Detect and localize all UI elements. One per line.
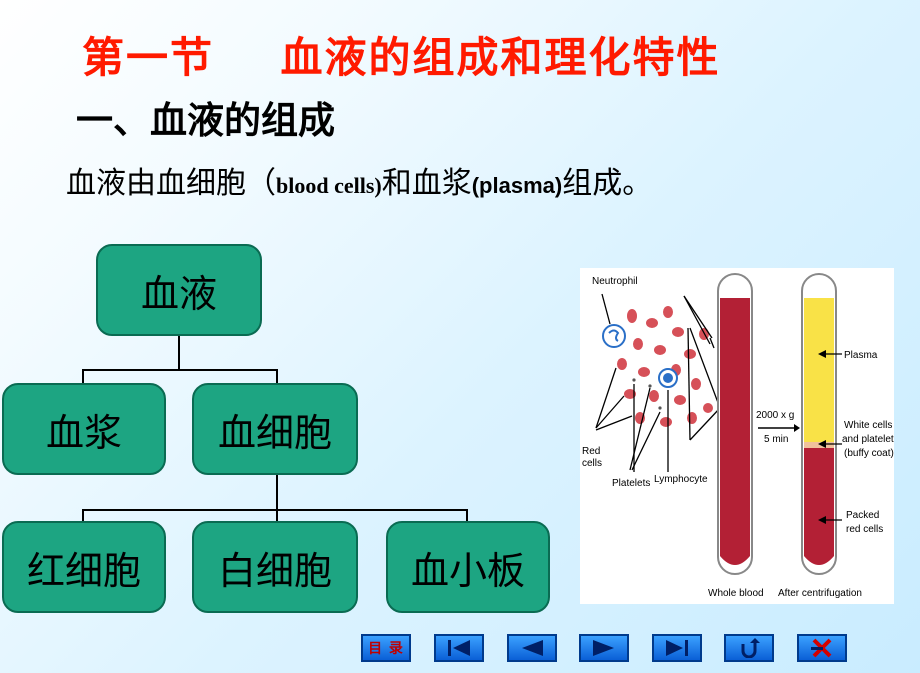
label-buffy-2: and platelets <box>842 434 894 445</box>
intro-plasma-term: (plasma) <box>471 173 563 198</box>
label-plasma: Plasma <box>844 350 878 361</box>
red-cell-cluster <box>613 306 713 427</box>
label-whole-blood: Whole blood <box>708 588 764 599</box>
connector-to-plasma <box>82 369 84 383</box>
label-red-cells-1: Red <box>582 446 600 457</box>
intro-part-3: 组成。 <box>562 166 653 201</box>
exit-button[interactable] <box>797 634 847 662</box>
connector-level2-bar <box>82 509 468 511</box>
slide-title: 第一节 血液的组成和理化特性 <box>82 33 721 82</box>
tree-node-blood-cells: 血细胞 <box>192 383 358 475</box>
previous-button[interactable] <box>507 634 557 662</box>
centrifugation-illustration: Neutrophil Red cells Platelets Lymphocyt… <box>582 273 899 599</box>
tree-node-platelets: 血小板 <box>386 521 550 613</box>
intro-sentence: 血液由血细胞（blood cells)和血浆(plasma)组成。 <box>66 160 652 210</box>
tree-node-blood: 血液 <box>96 244 262 336</box>
label-buffy-3: (buffy coat) <box>844 448 894 459</box>
layer-pointers <box>818 350 842 524</box>
last-page-icon <box>666 640 688 656</box>
intro-part-1: 血液由血细胞（ <box>66 166 276 201</box>
label-arrows <box>595 293 721 472</box>
next-icon <box>593 640 614 656</box>
label-after-centrifugation: After centrifugation <box>778 588 862 599</box>
label-time: 5 min <box>764 434 788 445</box>
connector-to-platelets <box>466 509 468 521</box>
next-button[interactable] <box>579 634 629 662</box>
label-speed: 2000 x g <box>756 410 794 421</box>
label-platelets: Platelets <box>612 478 650 489</box>
section-heading: 一、血液的组成 <box>76 99 335 142</box>
first-page-icon <box>448 640 470 656</box>
first-page-button[interactable] <box>434 634 484 662</box>
connector-root-down <box>178 336 180 370</box>
whole-blood-tube <box>720 298 750 565</box>
buffy-coat-layer <box>804 442 834 448</box>
label-lymphocyte: Lymphocyte <box>654 474 708 485</box>
exit-icon <box>811 638 832 658</box>
connector-to-blood-cells <box>276 369 278 383</box>
label-red-cells-2: cells <box>582 458 602 469</box>
return-icon <box>741 638 760 658</box>
tree-node-red-cells: 红细胞 <box>2 521 166 613</box>
tree-node-plasma: 血浆 <box>2 383 166 475</box>
connector-to-white-cells <box>276 509 278 521</box>
platelet-dots <box>632 378 662 410</box>
previous-icon <box>522 640 543 656</box>
intro-part-2: 和血浆 <box>381 166 472 201</box>
label-neutrophil: Neutrophil <box>592 276 638 287</box>
last-page-button[interactable] <box>652 634 702 662</box>
tree-node-white-cells: 白细胞 <box>192 521 358 613</box>
directory-button[interactable]: 目 录 <box>361 634 411 662</box>
intro-blood-cells-term: blood cells) <box>276 173 382 198</box>
connector-blood-cells-down <box>276 475 278 510</box>
label-packed-2: red cells <box>846 524 883 535</box>
connector-to-red-cells <box>82 509 84 521</box>
neutrophil-cell <box>602 324 626 348</box>
label-packed-1: Packed <box>846 510 879 521</box>
label-buffy-1: White cells <box>844 420 892 431</box>
connector-level1-bar <box>82 369 278 371</box>
packed-cells-layer <box>804 448 834 565</box>
plasma-layer <box>804 298 834 442</box>
centrifugation-figure: Neutrophil Red cells Platelets Lymphocyt… <box>580 268 899 604</box>
return-button[interactable] <box>724 634 774 662</box>
